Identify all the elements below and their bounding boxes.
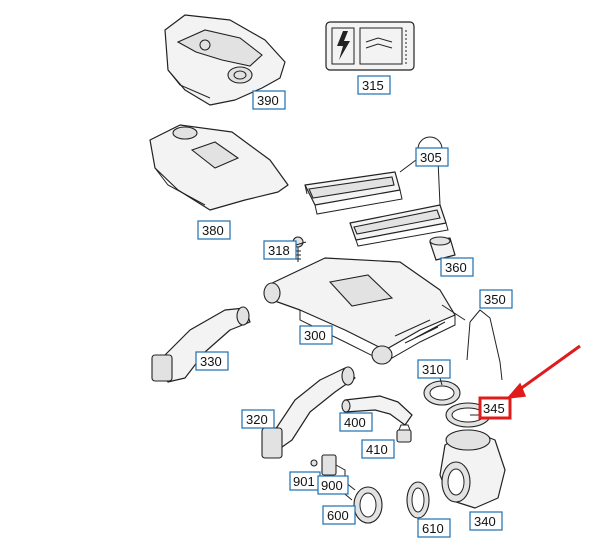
callout-318[interactable]: 318 — [263, 240, 297, 260]
callout-600[interactable]: 600 — [322, 505, 356, 525]
callout-label-310: 310 — [422, 362, 444, 377]
callout-label-600: 600 — [327, 508, 349, 523]
callout-label-360: 360 — [445, 260, 467, 275]
engine-cover-380 — [149, 124, 289, 211]
seal-ring-310 — [423, 380, 461, 406]
callout-400[interactable]: 400 — [339, 412, 373, 432]
callout-390[interactable]: 390 — [252, 90, 286, 110]
callout-300[interactable]: 300 — [299, 325, 333, 345]
callout-350[interactable]: 350 — [479, 289, 513, 309]
air-duct-340 — [439, 429, 506, 509]
callout-315[interactable]: 315 — [357, 75, 391, 95]
callout-901[interactable]: 901 — [289, 471, 321, 491]
callout-360[interactable]: 360 — [440, 257, 474, 277]
red-arrow-annotation — [506, 344, 581, 399]
connector-410 — [396, 424, 412, 443]
callout-320[interactable]: 320 — [241, 409, 275, 429]
sensor-900 — [310, 454, 346, 478]
callout-305[interactable]: 305 — [415, 147, 449, 167]
callout-label-318: 318 — [268, 243, 290, 258]
callout-label-305: 305 — [420, 150, 442, 165]
engine-cover-390 — [164, 14, 286, 106]
seal-350 — [466, 309, 503, 381]
callout-label-350: 350 — [484, 292, 506, 307]
seal-ring-610 — [406, 481, 430, 519]
callout-label-410: 410 — [366, 442, 388, 457]
callout-label-300: 300 — [304, 328, 326, 343]
callout-label-901: 901 — [293, 474, 315, 489]
callout-label-345: 345 — [483, 401, 505, 416]
callout-340[interactable]: 340 — [469, 511, 503, 531]
callout-610[interactable]: 610 — [417, 518, 451, 538]
callout-310[interactable]: 310 — [417, 359, 451, 379]
callout-345[interactable]: 345 — [478, 396, 512, 420]
callout-label-340: 340 — [474, 514, 496, 529]
filter-housing-300 — [263, 257, 456, 365]
callout-label-315: 315 — [362, 78, 384, 93]
callout-label-900: 900 — [321, 478, 343, 493]
warning-label-315 — [325, 21, 415, 71]
callout-410[interactable]: 410 — [361, 439, 395, 459]
callout-label-400: 400 — [344, 415, 366, 430]
mass-airflow-sensor-600 — [339, 481, 383, 524]
callout-label-610: 610 — [422, 521, 444, 536]
callout-label-380: 380 — [202, 223, 224, 238]
callout-380[interactable]: 380 — [197, 220, 231, 240]
callout-label-330: 330 — [200, 354, 222, 369]
air-filter-305 — [304, 136, 449, 247]
sleeve-360 — [429, 236, 456, 261]
callout-label-390: 390 — [257, 93, 279, 108]
intake-duct-320 — [261, 366, 356, 459]
callout-330[interactable]: 330 — [195, 351, 229, 371]
callout-900[interactable]: 900 — [317, 475, 349, 495]
intake-duct-330 — [151, 306, 251, 383]
callout-label-320: 320 — [246, 412, 268, 427]
